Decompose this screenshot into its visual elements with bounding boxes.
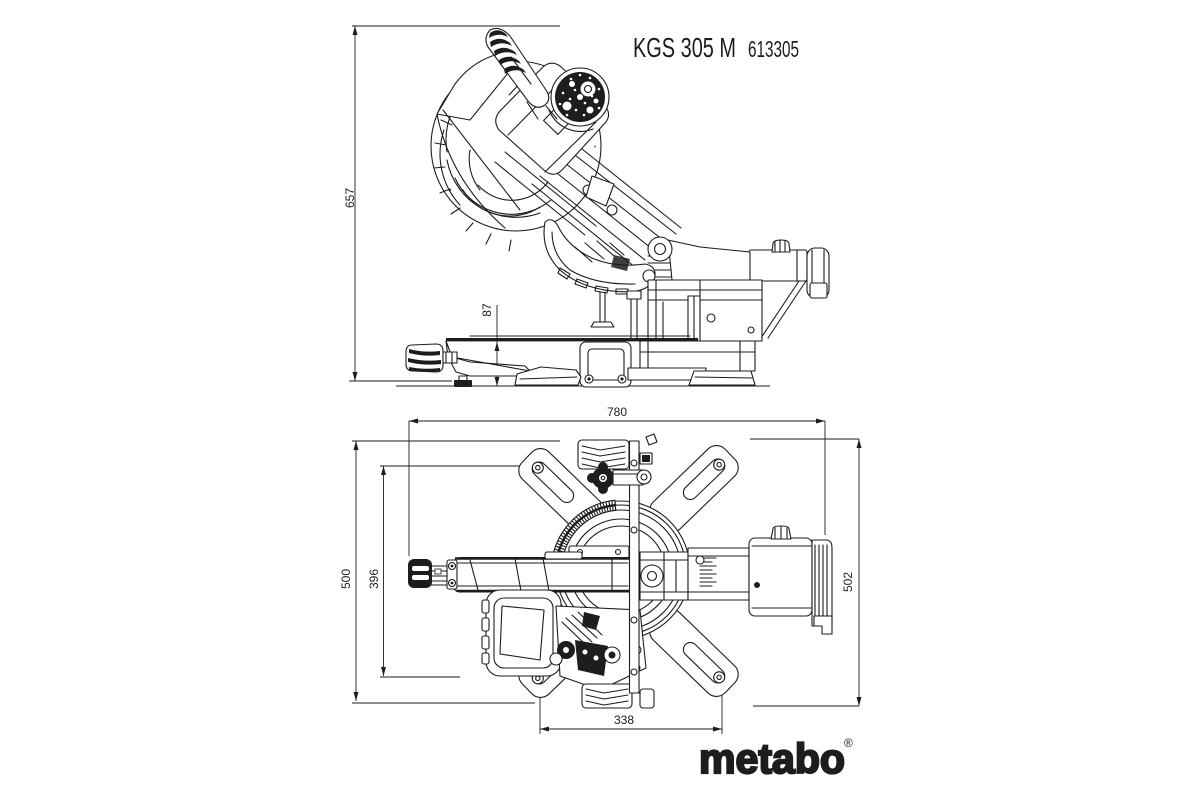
svg-text:657: 657	[343, 188, 357, 208]
svg-text:metabo: metabo	[699, 735, 845, 782]
svg-text:396: 396	[367, 569, 381, 589]
svg-text:780: 780	[607, 405, 627, 419]
svg-text:338: 338	[614, 713, 634, 727]
svg-text:500: 500	[339, 569, 353, 589]
svg-text:613305: 613305	[748, 36, 799, 62]
svg-text:KGS 305 M: KGS 305 M	[633, 32, 736, 63]
svg-text:®: ®	[844, 736, 853, 750]
svg-text:502: 502	[841, 572, 855, 592]
svg-text:87: 87	[480, 303, 494, 317]
